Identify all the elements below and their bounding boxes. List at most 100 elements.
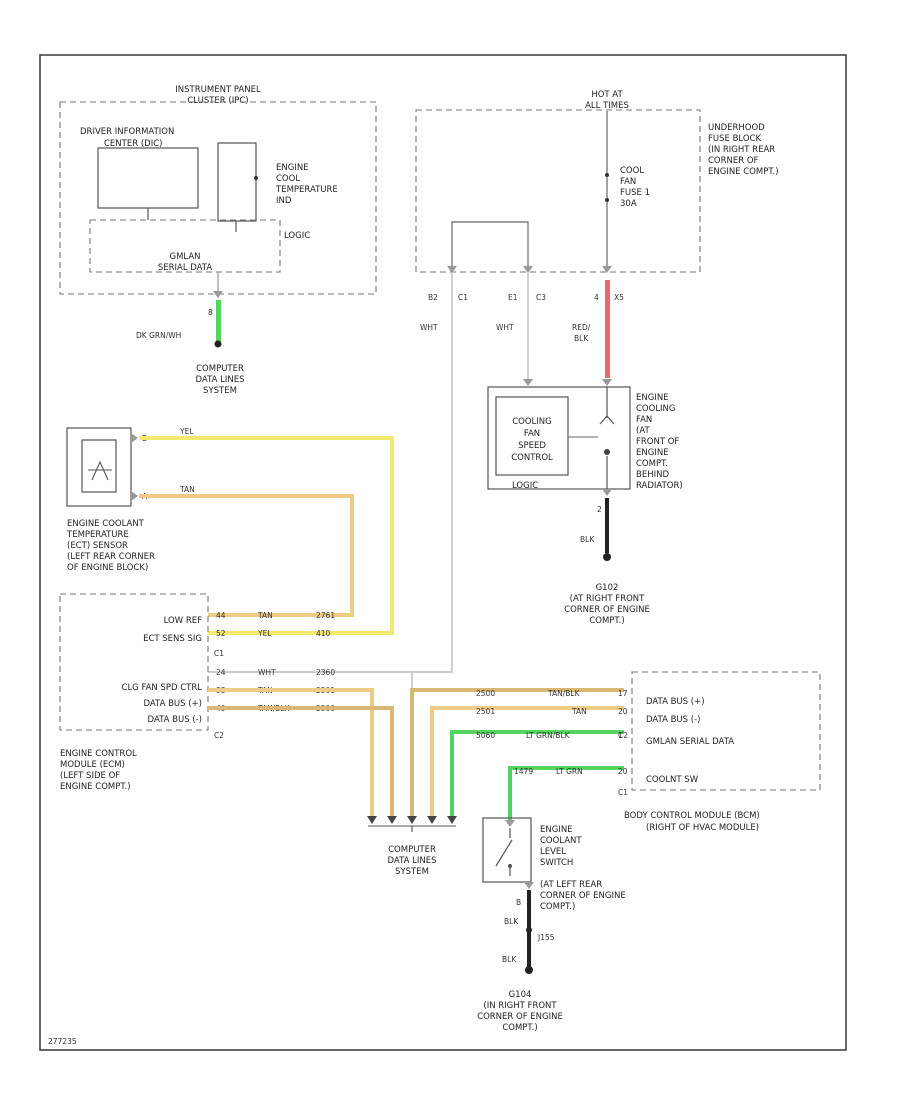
fan-label-3: FAN — [636, 415, 652, 425]
ecm-p3-wire: WHT — [258, 668, 276, 677]
bcm-r1-pin: 17 — [618, 689, 628, 698]
wire-label-blk-2: BLK — [504, 917, 519, 926]
body-control-module[interactable]: DATA BUS (+) DATA BUS (-) C2 GMLAN SERIA… — [476, 671, 821, 833]
figure-code: 277235 — [48, 1037, 77, 1046]
switch-symbol — [495, 828, 513, 876]
bcm-r4-wire: LT GRN — [556, 767, 583, 776]
bcm-label-2: (RIGHT OF HVAC MODULE) — [646, 823, 759, 833]
bcm-label-1: BODY CONTROL MODULE (BCM) — [624, 811, 760, 821]
cdls-bottom-2: DATA LINES — [388, 856, 437, 866]
ect-sensor-label-3: (ECT) SENSOR — [67, 541, 128, 551]
ect-sensor-box — [66, 427, 132, 507]
fan-ground-wire[interactable]: 2 BLK G102 (AT RIGHT FRONT CORNER OF ENG… — [564, 489, 650, 626]
coolant-switch-ground-wire[interactable]: B BLK J155 BLK G104 (IN RIGHT FRONT CORN… — [477, 882, 563, 1033]
gmlan-label-1: GMLAN — [169, 252, 200, 262]
fan-spd-label-4: CONTROL — [511, 453, 553, 463]
fan-label-4: (AT — [636, 426, 650, 436]
wire-lt-grn-blk-5060[interactable] — [450, 730, 624, 818]
fuse-conn-c3: C3 — [536, 293, 546, 302]
ect-sensor-label-5: OF ENGINE BLOCK) — [67, 563, 148, 573]
computer-data-lines-bottom[interactable]: COMPUTER DATA LINES SYSTEM — [367, 816, 457, 877]
fuse-block-label-1: UNDERHOOD — [708, 123, 765, 133]
ecm-label-4: ENGINE COMPT.) — [60, 782, 131, 792]
wire-tan-2761[interactable] — [139, 494, 354, 617]
fan-label-1: ENGINE — [636, 393, 669, 403]
engine-control-module[interactable]: LOW REF ECT SENS SIG C1 CLG FAN SPD CTRL… — [59, 593, 335, 792]
gmlan-label-2: SERIAL DATA — [158, 263, 213, 273]
ipc-data-wire[interactable]: 8 DK GRN/WH COMPUTER DATA LINES SYSTEM — [136, 272, 244, 396]
wire-lt-grn-1479[interactable] — [508, 766, 624, 820]
fan-label-7: COMPT. — [636, 459, 668, 469]
ground-g102-dot — [603, 553, 611, 561]
cls-label-1: ENGINE — [540, 825, 573, 835]
dic-label-2: CENTER (DIC) — [104, 139, 162, 149]
fuse-label-4: 30A — [620, 199, 637, 209]
ecm-boundary — [59, 593, 209, 731]
fuse-block-label-5: ENGINE COMPT.) — [708, 167, 779, 177]
ecm-fan-ctrl: CLG FAN SPD CTRL — [122, 683, 203, 693]
ect-ind-label-1: ENGINE — [276, 163, 309, 173]
fan-logic-label: LOGIC — [512, 481, 538, 491]
wire-label-red-2: BLK — [574, 334, 589, 343]
g102-label-3: CORNER OF ENGINE — [564, 605, 650, 615]
ecm-label-3: (LEFT SIDE OF — [60, 771, 120, 781]
wire-label-blk-1: BLK — [580, 535, 595, 544]
wire-wht-2360[interactable] — [208, 273, 453, 673]
wire-red-blk[interactable] — [605, 280, 610, 378]
ecm-p3-circ: 2360 — [316, 668, 335, 677]
bcm-r4-pin: 20 — [618, 767, 628, 776]
g104-label-4: COMPT.) — [502, 1023, 537, 1033]
diagram-frame — [39, 54, 847, 1051]
engine-cooling-fan[interactable]: COOLING FAN SPEED CONTROL LOGIC ENGINE C… — [487, 379, 683, 491]
ecm-p1-pin: 44 — [216, 611, 226, 620]
fuse-block-label-3: (IN RIGHT REAR — [708, 145, 775, 155]
underhood-fuse-block[interactable]: HOT AT ALL TIMES COOL FAN FUSE 1 30A UND… — [415, 90, 779, 302]
ect-sensor-label-4: (LEFT REAR CORNER — [67, 552, 155, 562]
bcm-gmlan: GMLAN SERIAL DATA — [646, 737, 734, 747]
dic-label-1: DRIVER INFORMATION — [80, 127, 174, 137]
ecm-conn-c1: C1 — [214, 649, 224, 658]
wire-label-wht-1: WHT — [420, 323, 438, 332]
wire-tan-blk-2500-bcm[interactable] — [410, 688, 624, 818]
ecm-bus-minus: DATA BUS (-) — [148, 715, 202, 725]
wire-tan-2501-bcm[interactable] — [430, 706, 624, 818]
bcm-coolant-sw: COOLNT SW — [646, 775, 699, 785]
fuse-block-label-2: FUSE BLOCK — [708, 134, 761, 144]
wire-blk-fan-ground — [605, 498, 609, 553]
cls-label-7: COMPT.) — [540, 902, 575, 912]
fuse-pin-b2: B2 — [428, 293, 438, 302]
splice-j155 — [526, 927, 532, 933]
wire-dk-grn-wh — [216, 300, 221, 342]
cdls-terminal-dot — [214, 340, 222, 348]
wire-tan-2501-ecm[interactable] — [208, 688, 374, 818]
ecm-p2-circ: 410 — [316, 629, 331, 638]
ect-sensor-label-2: TEMPERATURE — [66, 530, 129, 540]
bcm-r2-circ: 2501 — [476, 707, 495, 716]
engine-coolant-level-switch[interactable]: ENGINE COOLANT LEVEL SWITCH (AT LEFT REA… — [482, 817, 626, 912]
fuse-label-3: FUSE 1 — [620, 188, 650, 198]
fan-spd-label-2: FAN — [524, 429, 540, 439]
bcm-bus-plus: DATA BUS (+) — [646, 697, 705, 707]
cdls-top-1: COMPUTER — [196, 364, 244, 374]
fan-spd-label-3: SPEED — [518, 441, 546, 451]
ecm-bus-plus: DATA BUS (+) — [143, 699, 202, 709]
fan-spd-label-1: COOLING — [512, 417, 552, 427]
wire-label-wht-2: WHT — [496, 323, 514, 332]
ipc-logic-label: LOGIC — [284, 231, 310, 241]
ect-ind-label-4: IND — [276, 196, 292, 206]
cls-label-3: LEVEL — [540, 847, 566, 857]
coolant-switch-box — [482, 817, 532, 883]
fan-label-2: COOLING — [636, 404, 676, 414]
fan-label-9: RADIATOR) — [636, 481, 683, 491]
ect-sensor[interactable]: B A ENGINE COOLANT TEMPERATURE (ECT) SEN… — [66, 427, 155, 573]
wire-yel-410[interactable] — [139, 436, 394, 635]
wire-tan-blk-2500-ecm[interactable] — [208, 706, 394, 818]
cdls-top-2: DATA LINES — [196, 375, 245, 385]
ect-indicator-dot — [254, 176, 258, 180]
instrument-panel-cluster[interactable]: INSTRUMENT PANEL CLUSTER (IPC) DRIVER IN… — [59, 85, 377, 295]
cdls-top-3: SYSTEM — [203, 386, 237, 396]
fuse-label-1: COOL — [620, 166, 644, 176]
ipc-logic-box — [89, 219, 281, 273]
ect-sensor-label-1: ENGINE COOLANT — [67, 519, 145, 529]
